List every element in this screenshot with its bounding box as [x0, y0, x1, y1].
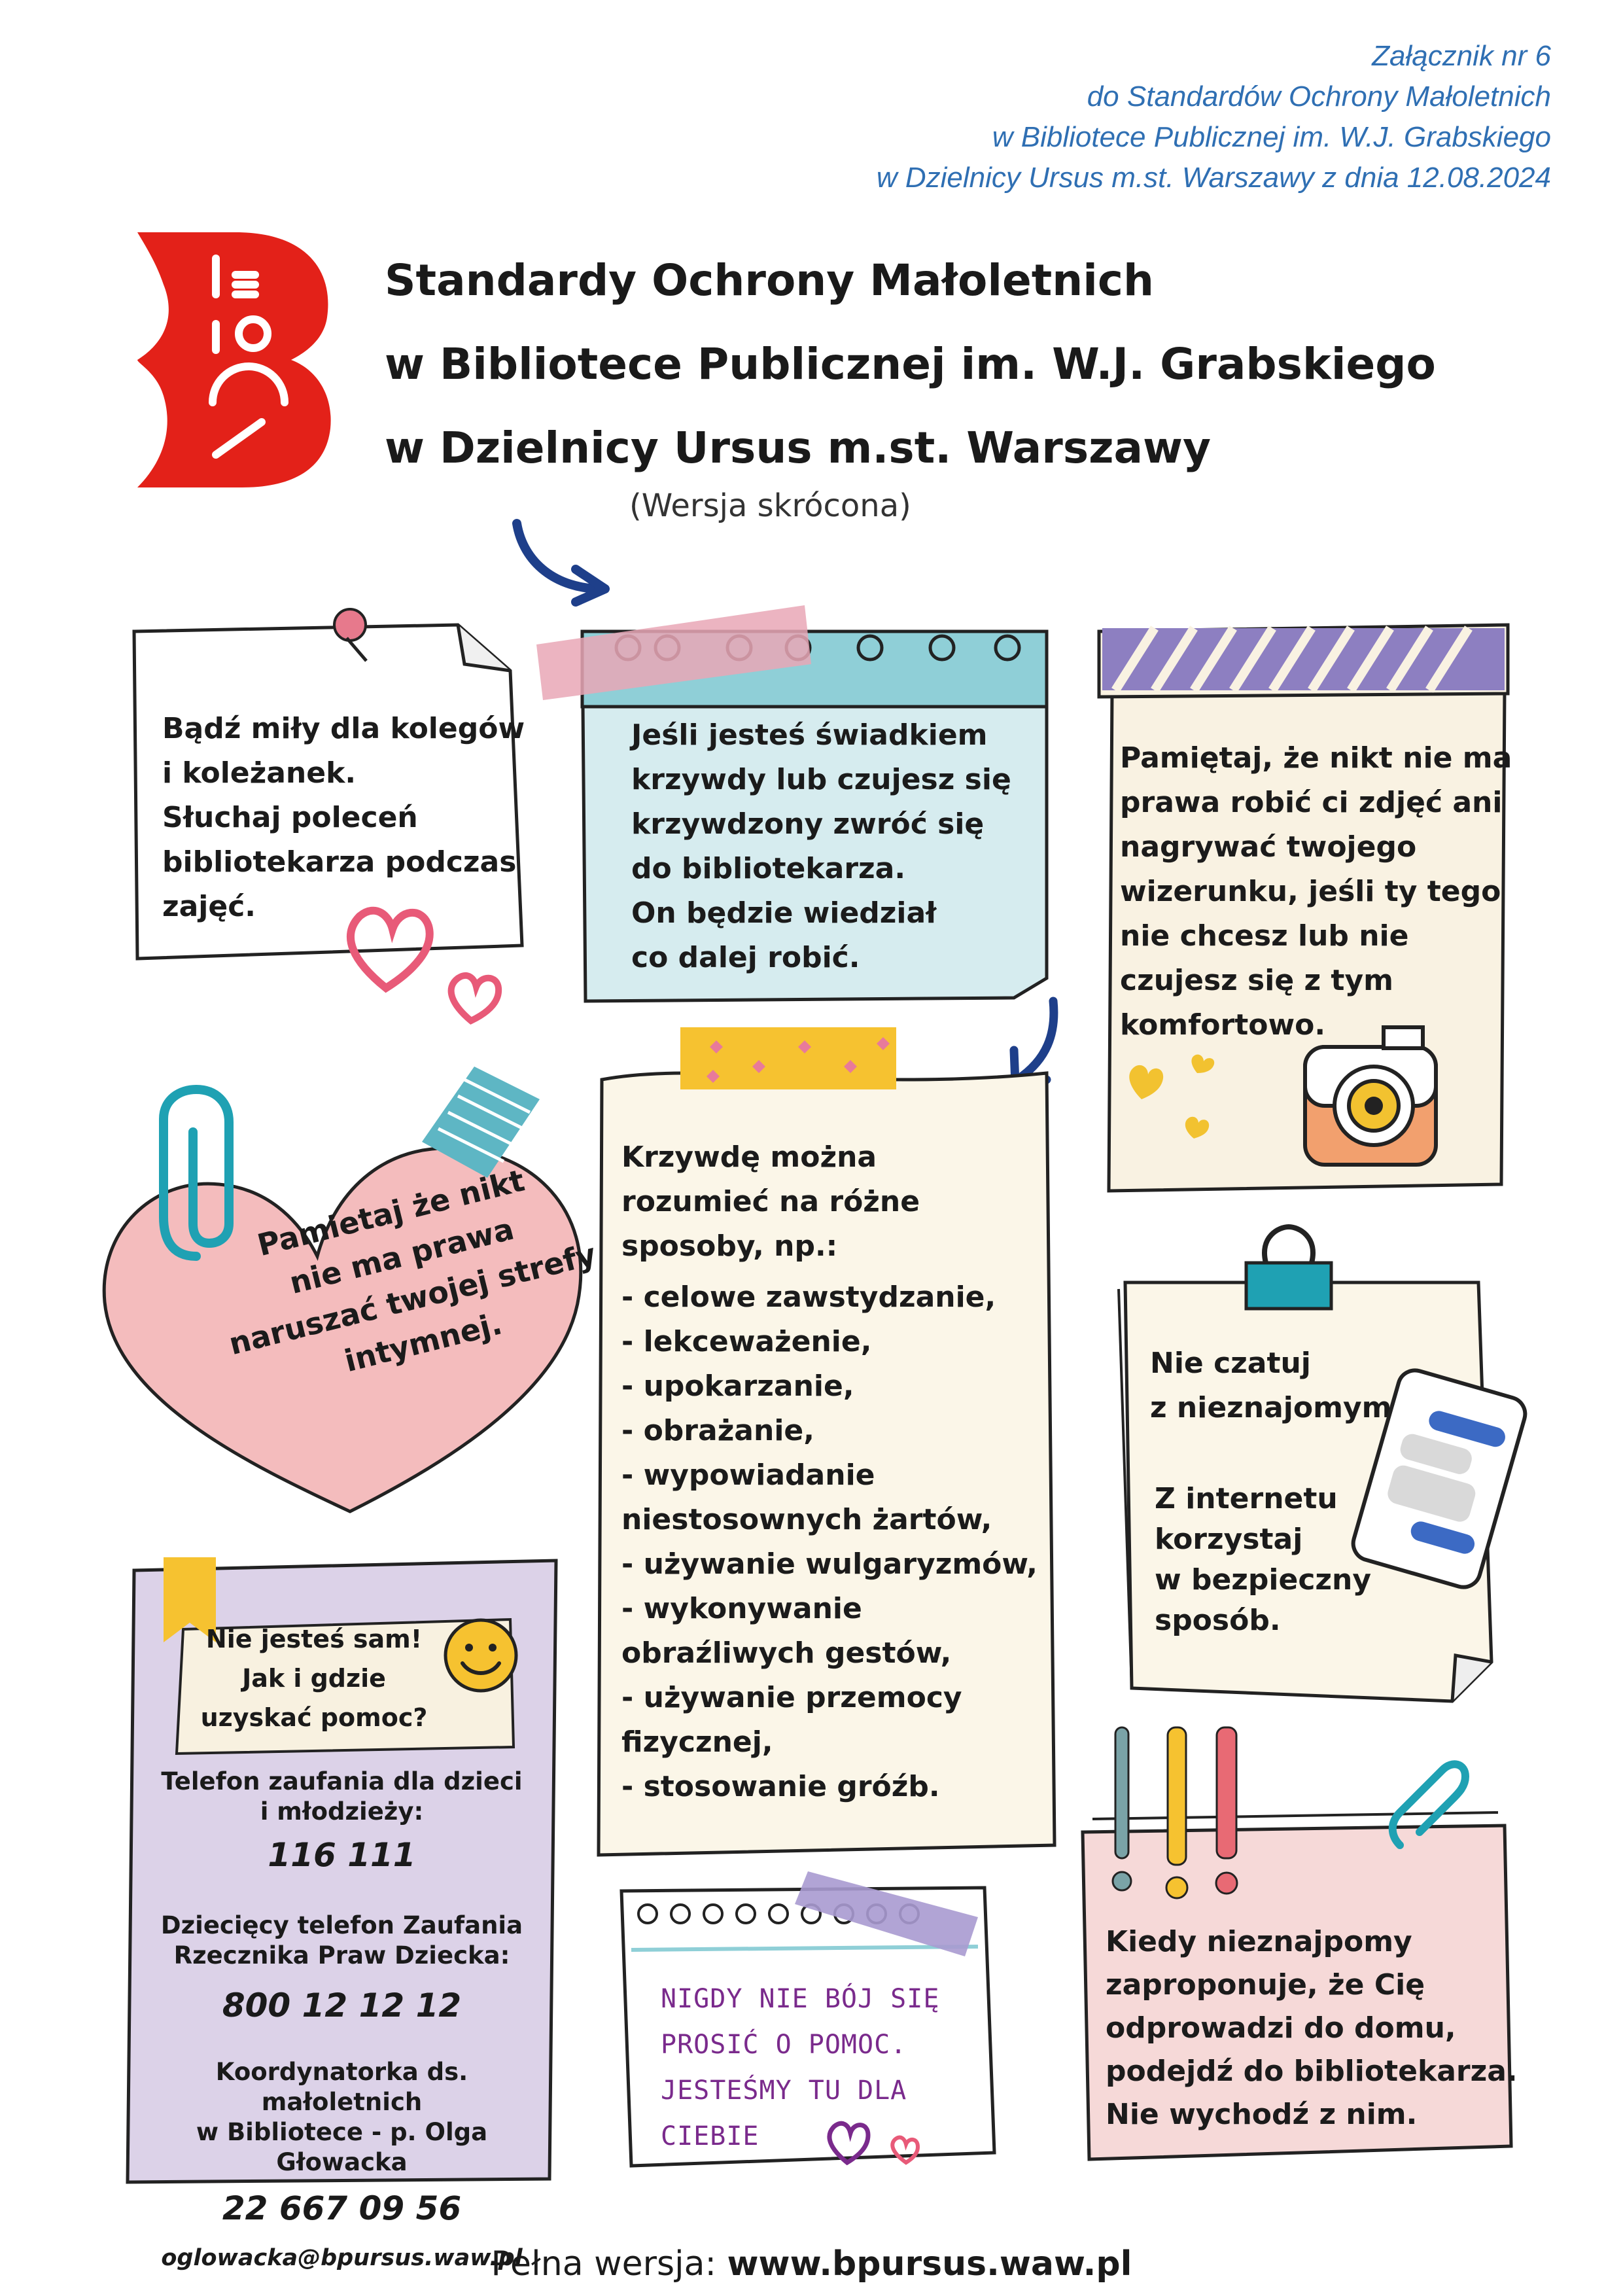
phone-chat-icon — [1351, 1368, 1527, 1589]
exclamation-icon — [1111, 1726, 1238, 1899]
phone-number-3[interactable]: 22 667 09 56 — [222, 2189, 462, 2227]
harm-list-item: - lekceważenie, — [621, 1325, 872, 1358]
note-kind: Bądź miły dla kolegów i koleżanek. Słuch… — [162, 712, 525, 923]
annex-line-3: w Bibliotece Publicznej im. W.J. Grabski… — [992, 121, 1551, 153]
note-photos: Pamiętaj, że nikt nie ma prawa robić ci … — [1120, 741, 1512, 1042]
harm-list-item: obraźliwych gestów, — [621, 1636, 952, 1670]
camera-icon — [1303, 1025, 1438, 1167]
note-chat-1: Nie czatuj z nieznajomymi. — [1150, 1347, 1413, 1424]
smiley-icon — [444, 1618, 518, 1693]
title-line-2: w Bibliotece Publicznej im. W.J. Grabski… — [385, 339, 1436, 389]
harm-list-item: niestosownych żartów, — [621, 1503, 992, 1536]
help-question: Nie jesteś sam! Jak i gdzie uzyskać pomo… — [200, 1625, 428, 1732]
binder-clip-icon — [1244, 1224, 1333, 1311]
library-logo — [137, 232, 331, 487]
harm-list-item: - upokarzanie, — [621, 1369, 854, 1403]
page-title: Standardy Ochrony Małoletnich w Bibliote… — [385, 239, 1436, 490]
annex-header: Załącznik nr 6 do Standardów Ochrony Mał… — [877, 36, 1551, 198]
harm-list-item: - celowe zawstydzanie, — [621, 1280, 996, 1314]
phone-number-1[interactable]: 116 111 — [268, 1836, 416, 1874]
sticky-note — [132, 623, 524, 961]
annex-line-1: Załącznik nr 6 — [1372, 40, 1551, 72]
hearts-icon — [1129, 1054, 1215, 1139]
note-witness: Jeśli jesteś świadkiem krzywdy lub czuje… — [631, 718, 1011, 974]
footer-url-link[interactable]: www.bpursus.waw.pl — [727, 2244, 1132, 2284]
hearts-icon — [827, 2121, 920, 2166]
harm-list-item: fizycznej, — [621, 1725, 773, 1759]
arrow-icon — [512, 519, 610, 607]
harm-list: - celowe zawstydzanie, - lekceważenie, - u… — [621, 1275, 1038, 1809]
harm-list-item: - stosowanie gróźb. — [621, 1770, 940, 1803]
sticky-note — [1081, 1811, 1513, 2161]
sticky-note — [126, 1557, 558, 2184]
note-chat-2: Z internetu korzystaj w bezpieczny sposó… — [1155, 1482, 1372, 1637]
phone-number-2[interactable]: 800 12 12 12 — [222, 1987, 462, 2024]
harm-list-item: - wykonywanie — [621, 1592, 862, 1625]
sticky-note — [620, 1871, 996, 2168]
note-harm: Krzywdę można rozumieć na różne sposoby,… — [621, 1135, 1038, 1809]
note-stranger: Kiedy nieznajpomy zaproponuje, że Cię od… — [1106, 1925, 1518, 2131]
paperclip-icon — [159, 1084, 234, 1261]
page-subtitle: (Wersja skrócona) — [629, 487, 911, 524]
sticky-note — [597, 1027, 1056, 1857]
pushpin-icon — [333, 608, 368, 662]
paperclip-icon — [1388, 1760, 1470, 1849]
annex-line-4: w Dzielnicy Ursus m.st. Warszawy z dnia … — [876, 162, 1551, 194]
title-line-3: w Dzielnicy Ursus m.st. Warszawy — [385, 423, 1212, 473]
annex-line-2: do Standardów Ochrony Małoletnich — [1087, 80, 1551, 113]
harm-list-item: - używanie wulgaryzmów, — [621, 1547, 1038, 1581]
note-never-afraid: NIGDY NIE BÓJ SIĘ PROSIĆ O POMOC. JESTEŚ… — [661, 1984, 940, 2151]
email-link[interactable]: oglowacka@bpursus.waw.pl — [161, 2245, 523, 2271]
title-line-1: Standardy Ochrony Małoletnich — [385, 255, 1154, 306]
help-contacts: Telefon zaufania dla dzieci i młodzieży:… — [137, 1767, 546, 2273]
hearts-icon — [346, 906, 502, 1025]
footer-label: Pełna wersja: — [491, 2244, 716, 2284]
footer: Pełna wersja: www.bpursus.waw.pl — [0, 2244, 1623, 2284]
sticky-note — [536, 605, 1049, 1003]
harm-list-item: - używanie przemocy — [621, 1681, 962, 1714]
harm-list-item: - wypowiadanie — [621, 1458, 875, 1492]
harm-list-item: - obrażanie, — [621, 1414, 814, 1447]
